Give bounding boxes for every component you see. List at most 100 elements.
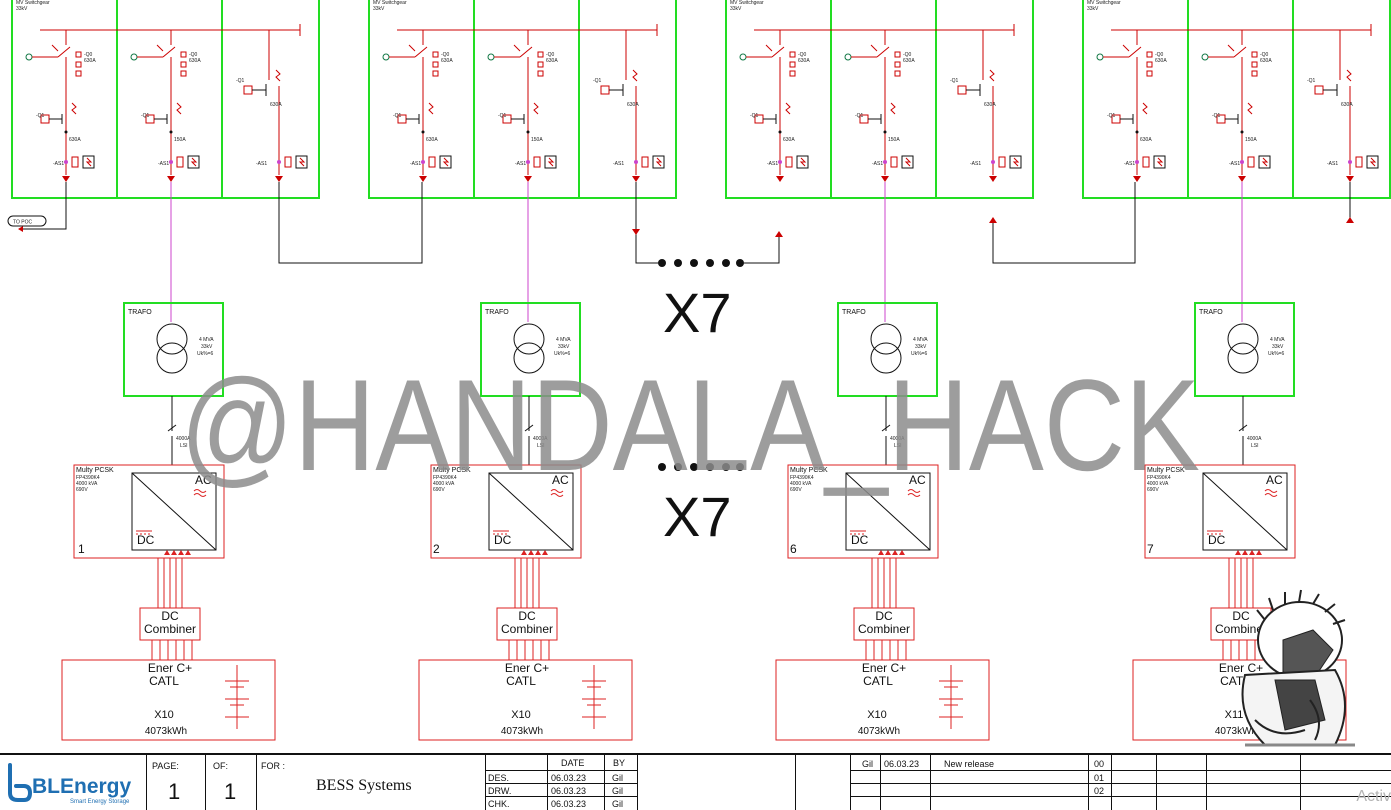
svg-text:Multy PCSK: Multy PCSK <box>76 467 114 474</box>
signoff-grid: DATE BY DES. 06.03.23 Gil DRW. 06.03.23 … <box>485 755 637 810</box>
svg-text:DC: DC <box>161 609 179 623</box>
svg-text:4000A: 4000A <box>176 436 191 442</box>
svg-text:-AS1: -AS1 <box>256 161 267 167</box>
revision-description: New release <box>944 759 995 769</box>
svg-text:FP4390K4: FP4390K4 <box>433 475 457 481</box>
repeat-marker-bottom: X7 <box>658 463 744 548</box>
svg-text:CATL: CATL <box>149 674 179 688</box>
svg-text:-AS1: -AS1 <box>613 161 624 167</box>
svg-text:Ener C+: Ener C+ <box>505 661 549 675</box>
lv-breaker-labels: 4000A LSI 4000A LSI 4000A LSI 4000A LSI <box>176 436 1262 449</box>
svg-text:DC: DC <box>875 609 893 623</box>
svg-text:Uk%=6: Uk%=6 <box>1268 351 1284 357</box>
svg-text:630A: 630A <box>69 137 81 143</box>
pcsk-labels: Multy PCSK FP4390K4 4000 kVA 690V AC DC … <box>76 467 1283 556</box>
svg-text:4073kWh: 4073kWh <box>501 726 543 737</box>
dc-combiner-labels: DC Combiner DC Combiner DC Combiner DC C… <box>144 609 1267 636</box>
poc-label: TO POC <box>7 215 47 227</box>
svg-text:-AS1: -AS1 <box>1229 161 1240 167</box>
svg-text:LSI: LSI <box>894 443 902 449</box>
date-chk: 06.03.23 <box>551 799 587 809</box>
by-des: Gil <box>612 773 623 783</box>
date-des: 06.03.23 <box>551 773 587 783</box>
svg-text:4000 kVA: 4000 kVA <box>790 481 812 487</box>
revision-number-02: 02 <box>1094 786 1105 796</box>
svg-text:X10: X10 <box>867 709 887 721</box>
svg-text:630A: 630A <box>903 58 915 64</box>
svg-text:-Q0: -Q0 <box>798 52 807 58</box>
by-drw: Gil <box>612 786 623 796</box>
svg-text:-Q1: -Q1 <box>36 113 45 119</box>
watermark-text: @HANDALA_HACK <box>180 352 1200 498</box>
svg-text:MV Switchgear: MV Switchgear <box>730 0 764 6</box>
svg-text:Uk%=6: Uk%=6 <box>911 351 927 357</box>
svg-text:2: 2 <box>433 542 440 556</box>
svg-text:X10: X10 <box>511 709 531 721</box>
revision-date: 06.03.23 <box>884 759 920 769</box>
svg-text:MV Switchgear: MV Switchgear <box>16 0 50 6</box>
svg-text:4073kWh: 4073kWh <box>858 726 900 737</box>
logo: BLEnergy Smart Energy Storage <box>0 755 146 810</box>
svg-text:33kV: 33kV <box>16 6 28 12</box>
svg-text:630A: 630A <box>441 58 453 64</box>
svg-text:630A: 630A <box>1341 102 1353 108</box>
svg-text:630A: 630A <box>426 137 438 143</box>
svg-text:TRAFO: TRAFO <box>485 309 509 316</box>
of-label: OF: <box>213 761 228 771</box>
svg-text:630A: 630A <box>984 102 996 108</box>
revision-table: Gil 06.03.23 New release 00 01 02 <box>850 755 1391 810</box>
svg-text:-Q1: -Q1 <box>141 113 150 119</box>
svg-text:CATL: CATL <box>506 674 536 688</box>
logo-tagline: Smart Energy Storage <box>70 799 130 805</box>
svg-text:Uk%=6: Uk%=6 <box>197 351 213 357</box>
svg-text:AC: AC <box>1266 473 1283 487</box>
svg-text:TRAFO: TRAFO <box>842 309 866 316</box>
svg-text:Multy PCSK: Multy PCSK <box>790 467 828 474</box>
svg-text:-Q0: -Q0 <box>189 52 198 58</box>
svg-text:33kV: 33kV <box>373 6 385 12</box>
interconnection-cables <box>22 182 1351 264</box>
of-value: 1 <box>224 779 237 804</box>
svg-text:7: 7 <box>1147 542 1154 556</box>
svg-text:AC: AC <box>552 473 569 487</box>
svg-text:6: 6 <box>790 542 797 556</box>
svg-text:690V: 690V <box>790 487 802 493</box>
cable-arrows <box>18 217 1354 237</box>
by-header: BY <box>613 758 626 768</box>
svg-text:AC: AC <box>195 473 212 487</box>
svg-text:690V: 690V <box>433 487 445 493</box>
svg-text:630A: 630A <box>84 58 96 64</box>
svg-text:4 MVA: 4 MVA <box>913 337 928 343</box>
svg-text:150A: 150A <box>888 137 900 143</box>
svg-text:4073kWh: 4073kWh <box>145 726 187 737</box>
svg-text:630A: 630A <box>1260 58 1272 64</box>
svg-text:-Q1: -Q1 <box>950 78 959 84</box>
revision-number-00: 00 <box>1094 759 1105 769</box>
svg-text:FP4390K4: FP4390K4 <box>790 475 814 481</box>
logo-mark-icon <box>8 763 32 802</box>
role-drw: DRW. <box>488 786 512 796</box>
role-des: DES. <box>488 773 510 783</box>
svg-text:-AS1: -AS1 <box>410 161 421 167</box>
svg-text:X10: X10 <box>154 709 174 721</box>
svg-text:Ener C+: Ener C+ <box>148 661 192 675</box>
svg-text:TRAFO: TRAFO <box>1199 309 1223 316</box>
switchgear-group-4 <box>1082 0 1391 199</box>
svg-text:4000 kVA: 4000 kVA <box>1147 481 1169 487</box>
svg-text:-Q1: -Q1 <box>236 78 245 84</box>
svg-text:-Q1: -Q1 <box>593 78 602 84</box>
svg-text:DC: DC <box>1208 533 1226 547</box>
svg-text:-AS1: -AS1 <box>1124 161 1135 167</box>
svg-text:Combiner: Combiner <box>501 622 553 636</box>
svg-text:-Q0: -Q0 <box>84 52 93 58</box>
revision-by: Gil <box>862 759 873 769</box>
svg-text:33kV: 33kV <box>915 344 927 350</box>
svg-text:630A: 630A <box>1140 137 1152 143</box>
svg-text:FP4390K4: FP4390K4 <box>76 475 100 481</box>
svg-text:FP4390K4: FP4390K4 <box>1147 475 1171 481</box>
date-header: DATE <box>561 758 585 768</box>
svg-text:-AS1: -AS1 <box>53 161 64 167</box>
svg-text:-AS1: -AS1 <box>1327 161 1338 167</box>
svg-text:4000A: 4000A <box>1247 436 1262 442</box>
svg-text:DC: DC <box>1232 609 1250 623</box>
